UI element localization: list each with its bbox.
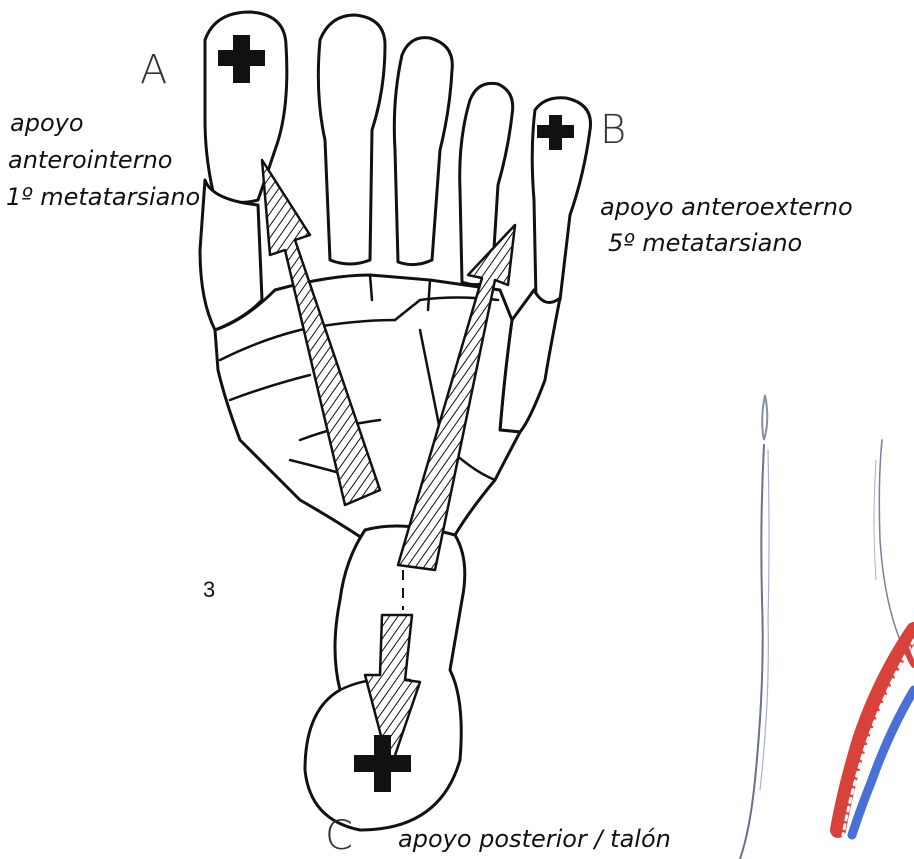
point-a-letter: A — [140, 50, 167, 90]
label-a-line-2: anterointerno — [8, 145, 172, 175]
label-b-line-2: 5º metatarsiano — [608, 228, 802, 258]
point-c-letter: C — [325, 816, 353, 856]
pencil-sketch — [740, 395, 914, 859]
label-b-line-1: apoyo anteroexterno — [600, 192, 853, 222]
toe-2-bone — [318, 15, 385, 264]
label-a-line-1: apoyo — [10, 108, 84, 138]
figure-number: 3 — [203, 578, 215, 602]
point-b-letter: B — [600, 110, 626, 150]
label-a-line-3: 1º metatarsiano — [6, 182, 200, 212]
label-c: apoyo posterior / talón — [398, 824, 671, 854]
toe-3-bone — [394, 38, 452, 265]
